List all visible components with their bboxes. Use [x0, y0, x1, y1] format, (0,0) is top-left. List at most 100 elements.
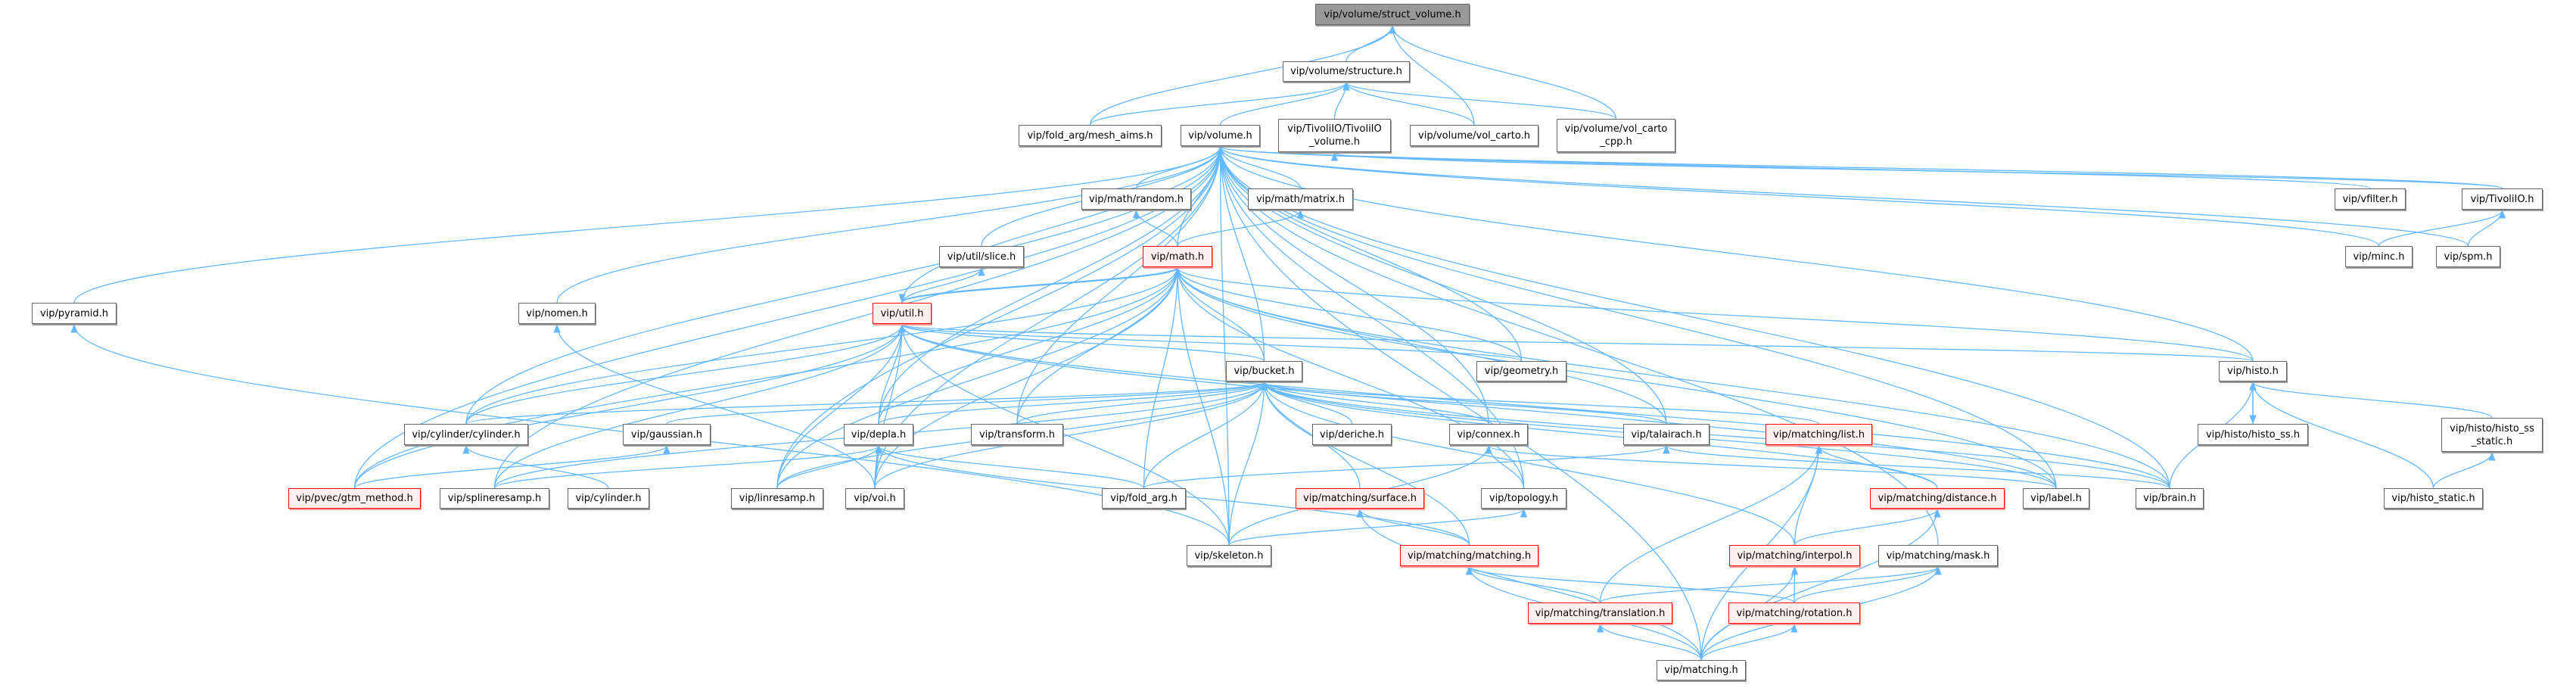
graph-node-pyramid[interactable]: vip/pyramid.h: [32, 303, 117, 324]
graph-node-fold-arg[interactable]: vip/fold_arg.h: [1102, 488, 1186, 509]
graph-node-histo-ss[interactable]: vip/histo/histo_ss.h: [2198, 424, 2308, 445]
edge-bucket-to-math: [1174, 266, 1265, 362]
edge-brain-to-bucket: [1261, 381, 2170, 489]
edge-histo_static-to-histo_ss_static: [2432, 451, 2496, 489]
graph-node-histo-static[interactable]: vip/histo_static.h: [2384, 488, 2483, 509]
edge-mesh_aims-to-structure: [1089, 81, 1350, 126]
edge-spm-to-volume: [1217, 145, 2469, 247]
graph-node-connex[interactable]: vip/connex.h: [1449, 424, 1528, 445]
graph-node-mesh-aims[interactable]: vip/fold_arg/mesh_aims.h: [1019, 125, 1162, 146]
graph-node-linresamp[interactable]: vip/linresamp.h: [731, 488, 823, 509]
edge-linresamp-to-depla: [776, 444, 882, 489]
graph-node-tivoliio[interactable]: vip/TivoliIO.h: [2462, 188, 2543, 210]
edge-matching-to-surface: [1356, 508, 1702, 661]
graph-node-skeleton[interactable]: vip/skeleton.h: [1187, 545, 1271, 566]
edge-skeleton-to-volume: [1216, 145, 1230, 546]
edge-distance-to-bucket: [1260, 381, 1938, 489]
edge-gtm-to-gaussian: [353, 444, 670, 489]
graph-node-gtm[interactable]: vip/pvec/gtm_method.h: [288, 488, 421, 509]
edge-skeleton-to-math: [1174, 266, 1230, 546]
edge-brain-to-talairach: [1663, 444, 2170, 489]
edge-label-to-math: [1174, 266, 2057, 489]
edge-voi-to-bucket: [874, 381, 1268, 489]
edge-histo-to-volume: [1216, 145, 2254, 362]
graph-node-mmatching[interactable]: vip/matching/matching.h: [1400, 545, 1538, 566]
edge-depla-to-math: [878, 266, 1181, 425]
edge-transform-to-volume: [1016, 145, 1224, 425]
graph-node-math[interactable]: vip/math.h: [1143, 246, 1212, 267]
graph-node-vol-carto[interactable]: vip/volume/vol_carto.h: [1410, 125, 1538, 146]
graph-node-volume[interactable]: vip/volume.h: [1181, 125, 1260, 146]
graph-node-voi[interactable]: vip/voi.h: [845, 488, 904, 509]
edge-geometry-to-util: [898, 323, 1523, 362]
graph-node-list[interactable]: vip/matching/list.h: [1766, 424, 1872, 445]
edge-matching-to-distance: [1700, 508, 1941, 661]
edge-voi-to-nomen: [553, 323, 876, 489]
graph-node-interpol[interactable]: vip/matching/interpol.h: [1729, 545, 1860, 566]
edge-histo_ss_static-to-histo: [2249, 381, 2493, 419]
edge-minc-to-volume: [1217, 145, 2380, 247]
graph-node-nomen[interactable]: vip/nomen.h: [518, 303, 596, 324]
graph-node-histo-ss-static[interactable]: vip/histo/histo_ss _static.h: [2441, 418, 2543, 452]
graph-node-struct-volume[interactable]: vip/volume/struct_volume.h: [1315, 4, 1470, 25]
graph-node-deriche[interactable]: vip/deriche.h: [1312, 424, 1392, 445]
graph-node-mask[interactable]: vip/matching/mask.h: [1878, 545, 1998, 566]
edge-cylinder-to-cyl_cyl: [462, 444, 609, 489]
edge-list-to-bucket: [1261, 381, 1820, 425]
graph-node-bucket[interactable]: vip/bucket.h: [1226, 361, 1302, 381]
graph-node-topology[interactable]: vip/topology.h: [1481, 488, 1566, 509]
edge-matching-to-rotation: [1700, 623, 1798, 661]
edge-connex-to-volume: [1216, 145, 1489, 425]
edge-vol_carto-to-struct_volume: [1389, 24, 1475, 126]
edge-mmatching-to-surface: [1356, 508, 1470, 546]
graph-node-distance[interactable]: vip/matching/distance.h: [1870, 488, 2005, 509]
graph-node-cyl-cyl[interactable]: vip/cylinder/cylinder.h: [404, 424, 528, 445]
graph-node-translation[interactable]: vip/matching/translation.h: [1528, 602, 1672, 624]
edge-cyl_cyl-to-math: [465, 266, 1181, 425]
edge-splineresamp-to-depla: [493, 444, 882, 489]
edge-interpol-to-distance: [1794, 508, 1941, 546]
graph-node-splineresamp[interactable]: vip/splineresamp.h: [440, 488, 549, 509]
edge-histo_static-to-histo: [2249, 381, 2434, 489]
edge-talairach-to-math: [1174, 266, 1667, 425]
edge-depla-to-util: [878, 323, 906, 425]
graph-node-vol-carto-cpp[interactable]: vip/volume/vol_carto _cpp.h: [1557, 119, 1675, 152]
graph-node-talairach[interactable]: vip/talairach.h: [1623, 424, 1710, 445]
graph-node-cylinder[interactable]: vip/cylinder.h: [568, 488, 649, 509]
graph-node-depla[interactable]: vip/depla.h: [844, 424, 913, 445]
edge-structure-to-struct_volume: [1346, 24, 1396, 62]
graph-node-matrix[interactable]: vip/math/matrix.h: [1248, 188, 1353, 210]
graph-node-transform[interactable]: vip/transform.h: [971, 424, 1063, 445]
graph-node-brain[interactable]: vip/brain.h: [2136, 488, 2204, 509]
edge-linresamp-to-util: [776, 323, 906, 489]
graph-node-structure[interactable]: vip/volume/structure.h: [1283, 61, 1410, 82]
edge-tivoliio-to-volume: [1217, 145, 2503, 189]
edge-rotation-to-mmatching: [1466, 565, 1795, 603]
graph-node-geometry[interactable]: vip/geometry.h: [1476, 361, 1566, 381]
edge-gtm-to-math: [353, 266, 1181, 489]
edge-fold_arg-to-bucket: [1143, 381, 1268, 489]
graph-node-label[interactable]: vip/label.h: [2023, 488, 2089, 509]
graph-node-tivoliio-volume[interactable]: vip/TivoliIO/TivoliIO _volume.h: [1278, 119, 1391, 152]
graph-node-vfilter[interactable]: vip/vfilter.h: [2335, 188, 2406, 210]
graph-node-matching[interactable]: vip/matching.h: [1657, 660, 1746, 680]
edge-mmatching-to-bucket: [1260, 381, 1470, 546]
edge-topology-to-math: [1174, 266, 1525, 489]
graph-node-util[interactable]: vip/util.h: [873, 303, 932, 324]
graph-node-surface[interactable]: vip/matching/surface.h: [1296, 488, 1424, 509]
edge-talairach-to-bucket: [1261, 381, 1667, 425]
edge-vol_carto-to-structure: [1342, 81, 1475, 126]
edge-math-to-matrix: [1177, 209, 1305, 247]
graph-node-histo[interactable]: vip/histo.h: [2219, 361, 2287, 381]
graph-node-minc[interactable]: vip/minc.h: [2345, 246, 2413, 267]
edge-skeleton-to-topology: [1228, 508, 1527, 546]
graph-node-gaussian[interactable]: vip/gaussian.h: [623, 424, 711, 445]
edge-spm-to-tivoliio: [2467, 209, 2506, 247]
edge-fold_arg-to-depla: [875, 444, 1145, 489]
edge-translation-to-mask: [1599, 565, 1942, 603]
graph-node-rotation[interactable]: vip/matching/rotation.h: [1728, 602, 1860, 624]
graph-node-slice[interactable]: vip/util/slice.h: [939, 246, 1024, 267]
graph-node-random[interactable]: vip/math/random.h: [1081, 188, 1191, 210]
graph-node-spm[interactable]: vip/spm.h: [2436, 246, 2500, 267]
